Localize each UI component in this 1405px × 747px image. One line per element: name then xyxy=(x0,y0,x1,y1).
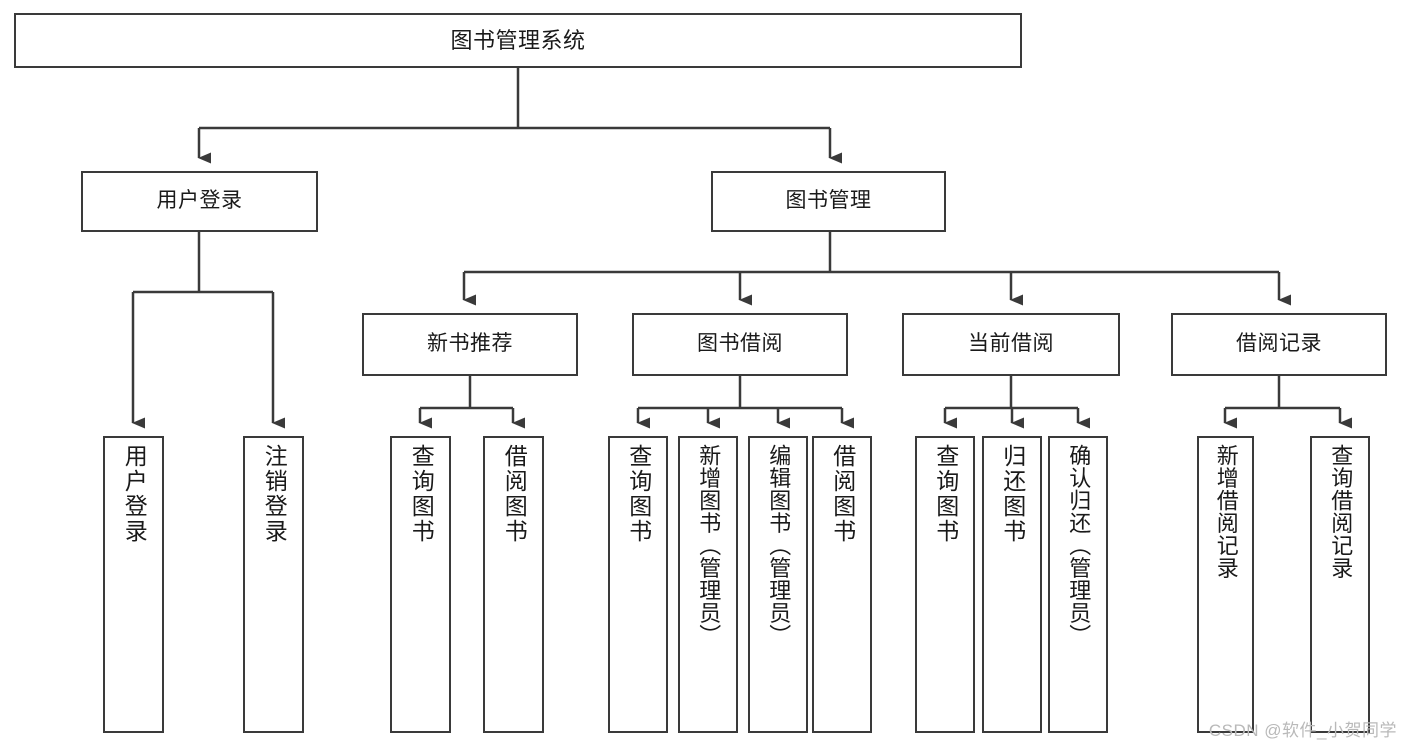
leaf-current-borrow-confirm-label: 确认归还（管理员） xyxy=(1066,444,1092,647)
node-current-borrow[interactable]: 当前借阅 xyxy=(902,313,1120,376)
watermark-text: CSDN @软件_小贺同学 xyxy=(1208,721,1397,740)
node-current-borrow-label: 当前借阅 xyxy=(968,332,1054,356)
leaf-current-borrow-query[interactable]: 查询图书 xyxy=(915,436,975,733)
leaf-book-borrow-query-label: 查询图书 xyxy=(625,444,652,544)
leaf-new-book-query[interactable]: 查询图书 xyxy=(390,436,451,733)
leaf-current-borrow-confirm[interactable]: 确认归还（管理员） xyxy=(1048,436,1108,733)
node-borrow-record-label: 借阅记录 xyxy=(1236,332,1322,356)
node-book-borrow-label: 图书借阅 xyxy=(697,332,783,356)
leaf-book-borrow-edit[interactable]: 编辑图书（管理员） xyxy=(748,436,808,733)
node-user-login[interactable]: 用户登录 xyxy=(81,171,318,232)
leaf-new-book-query-label: 查询图书 xyxy=(408,444,435,544)
leaf-book-borrow-add[interactable]: 新增图书（管理员） xyxy=(678,436,738,733)
node-root-system-label: 图书管理系统 xyxy=(450,27,586,53)
node-new-book-recommend-label: 新书推荐 xyxy=(427,332,513,356)
leaf-book-borrow-lend-label: 借阅图书 xyxy=(829,444,856,544)
leaf-borrow-record-add-label: 新增借阅记录 xyxy=(1213,444,1239,579)
leaf-current-borrow-return-label: 归还图书 xyxy=(999,444,1026,544)
leaf-current-borrow-query-label: 查询图书 xyxy=(932,444,959,544)
leaf-book-borrow-edit-label: 编辑图书（管理员） xyxy=(766,444,792,647)
leaf-user-login-logout[interactable]: 注销登录 xyxy=(243,436,304,733)
leaf-book-borrow-add-label: 新增图书（管理员） xyxy=(696,444,722,647)
leaf-book-borrow-query[interactable]: 查询图书 xyxy=(608,436,668,733)
node-book-borrow[interactable]: 图书借阅 xyxy=(632,313,848,376)
node-book-management[interactable]: 图书管理 xyxy=(711,171,946,232)
leaf-borrow-record-query[interactable]: 查询借阅记录 xyxy=(1310,436,1370,733)
leaf-new-book-borrow[interactable]: 借阅图书 xyxy=(483,436,544,733)
leaf-current-borrow-return[interactable]: 归还图书 xyxy=(982,436,1042,733)
node-borrow-record[interactable]: 借阅记录 xyxy=(1171,313,1387,376)
node-new-book-recommend[interactable]: 新书推荐 xyxy=(362,313,578,376)
leaf-new-book-borrow-label: 借阅图书 xyxy=(501,444,528,544)
leaf-borrow-record-query-label: 查询借阅记录 xyxy=(1328,444,1354,579)
leaf-borrow-record-add[interactable]: 新增借阅记录 xyxy=(1197,436,1254,733)
leaf-user-login-login[interactable]: 用户登录 xyxy=(103,436,164,733)
leaf-user-login-logout-label: 注销登录 xyxy=(261,444,288,544)
node-book-management-label: 图书管理 xyxy=(785,189,872,213)
leaf-book-borrow-lend[interactable]: 借阅图书 xyxy=(812,436,872,733)
leaf-user-login-login-label: 用户登录 xyxy=(121,444,148,544)
node-root-system[interactable]: 图书管理系统 xyxy=(14,13,1022,68)
node-user-login-label: 用户登录 xyxy=(156,189,243,213)
